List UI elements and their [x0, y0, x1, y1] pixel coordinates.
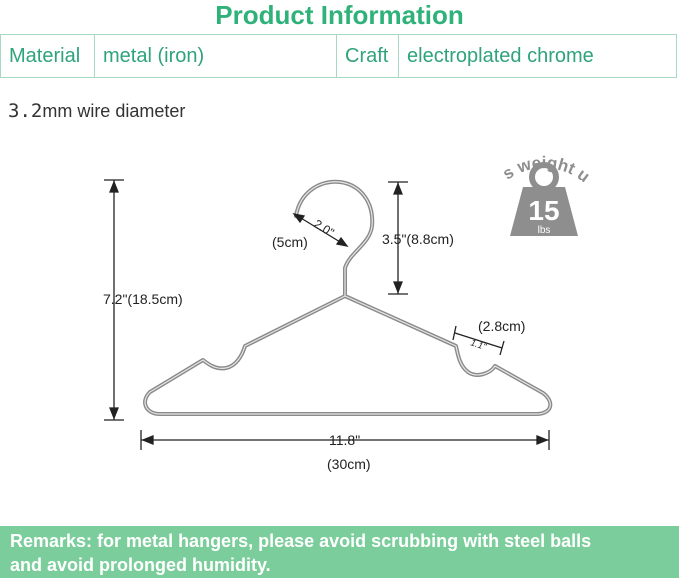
width-inch-label: 11.8" — [329, 432, 360, 448]
weight-icon — [510, 162, 578, 236]
notch-cm-label: (2.8cm) — [478, 318, 525, 334]
hook-opening-dim-line — [295, 214, 346, 246]
remarks-banner: Remarks: for metal hangers, please avoid… — [0, 526, 679, 578]
wire-diameter-text: mm wire diameter — [42, 101, 186, 121]
remarks-line-1: Remarks: for metal hangers, please avoid… — [10, 531, 592, 551]
weight-badge: holds weight up to 15 lbs — [0, 0, 593, 236]
hook-height-label: 3.5"(8.8cm) — [382, 231, 454, 247]
width-cm-label: (30cm) — [327, 456, 371, 472]
notch-inch-label: 1.1" — [469, 337, 488, 352]
height-label: 7.2"(18.5cm) — [103, 291, 183, 307]
badge-arc-text: holds weight up to — [0, 0, 593, 186]
wire-diameter: 3.2mm wire diameter — [8, 100, 185, 122]
material-label: Material — [1, 35, 95, 77]
notch-dim-line — [454, 332, 503, 349]
material-value: metal (iron) — [95, 35, 337, 77]
spec-table: Material metal (iron) Craft electroplate… — [0, 34, 677, 78]
badge-number: 15 — [528, 195, 559, 226]
craft-label: Craft — [337, 35, 399, 77]
page-title: Product Information — [215, 0, 464, 30]
hanger-illustration-icon — [143, 179, 553, 416]
badge-unit: lbs — [538, 225, 551, 236]
craft-value: electroplated chrome — [407, 44, 594, 67]
wire-diameter-value: 3.2 — [8, 100, 43, 122]
hook-opening-inch-label: 2.0" — [311, 217, 336, 240]
remarks-line-2: and avoid prolonged humidity. — [10, 555, 271, 575]
hook-opening-cm-label: (5cm) — [272, 234, 308, 250]
